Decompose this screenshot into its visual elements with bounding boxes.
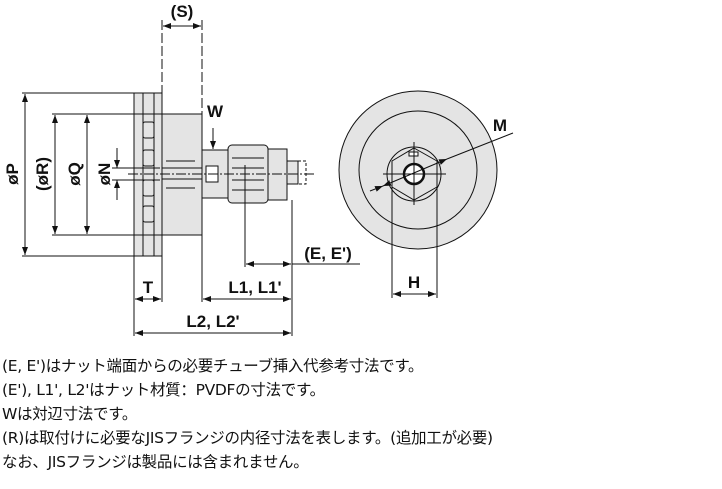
notes: (E, E')はナット端面からの必要チューブ挿入代参考寸法です。 (E'), L… [2, 354, 493, 474]
note-line: (E'), L1', L2'はナット材質：PVDFの寸法です。 [2, 381, 325, 399]
label-l1: L1, L1' [228, 278, 281, 297]
label-m: M [493, 116, 507, 135]
label-q: øQ [65, 162, 84, 186]
label-n: øN [95, 163, 114, 186]
note-line: (R)は取付けに必要なJISフランジの内径寸法を表します。(追加工が必要) [2, 429, 493, 447]
label-r: (øR) [33, 157, 52, 191]
tube [286, 160, 299, 185]
label-l2: L2, L2' [186, 312, 239, 331]
technical-drawing: (S) W øP (øR) øQ øN T L1, L1' L2, L2' (E… [3, 2, 514, 336]
note-line: Wは対辺寸法です。 [2, 405, 138, 423]
label-h: H [408, 273, 420, 292]
label-w: W [207, 102, 224, 121]
label-e: (E, E') [304, 244, 352, 263]
label-s: (S) [171, 2, 194, 21]
label-t: T [143, 278, 154, 297]
note-line: なお、JISフランジは製品には含まれません。 [2, 453, 309, 471]
note-line: (E, E')はナット端面からの必要チューブ挿入代参考寸法です。 [2, 357, 424, 375]
label-p: øP [3, 163, 22, 185]
